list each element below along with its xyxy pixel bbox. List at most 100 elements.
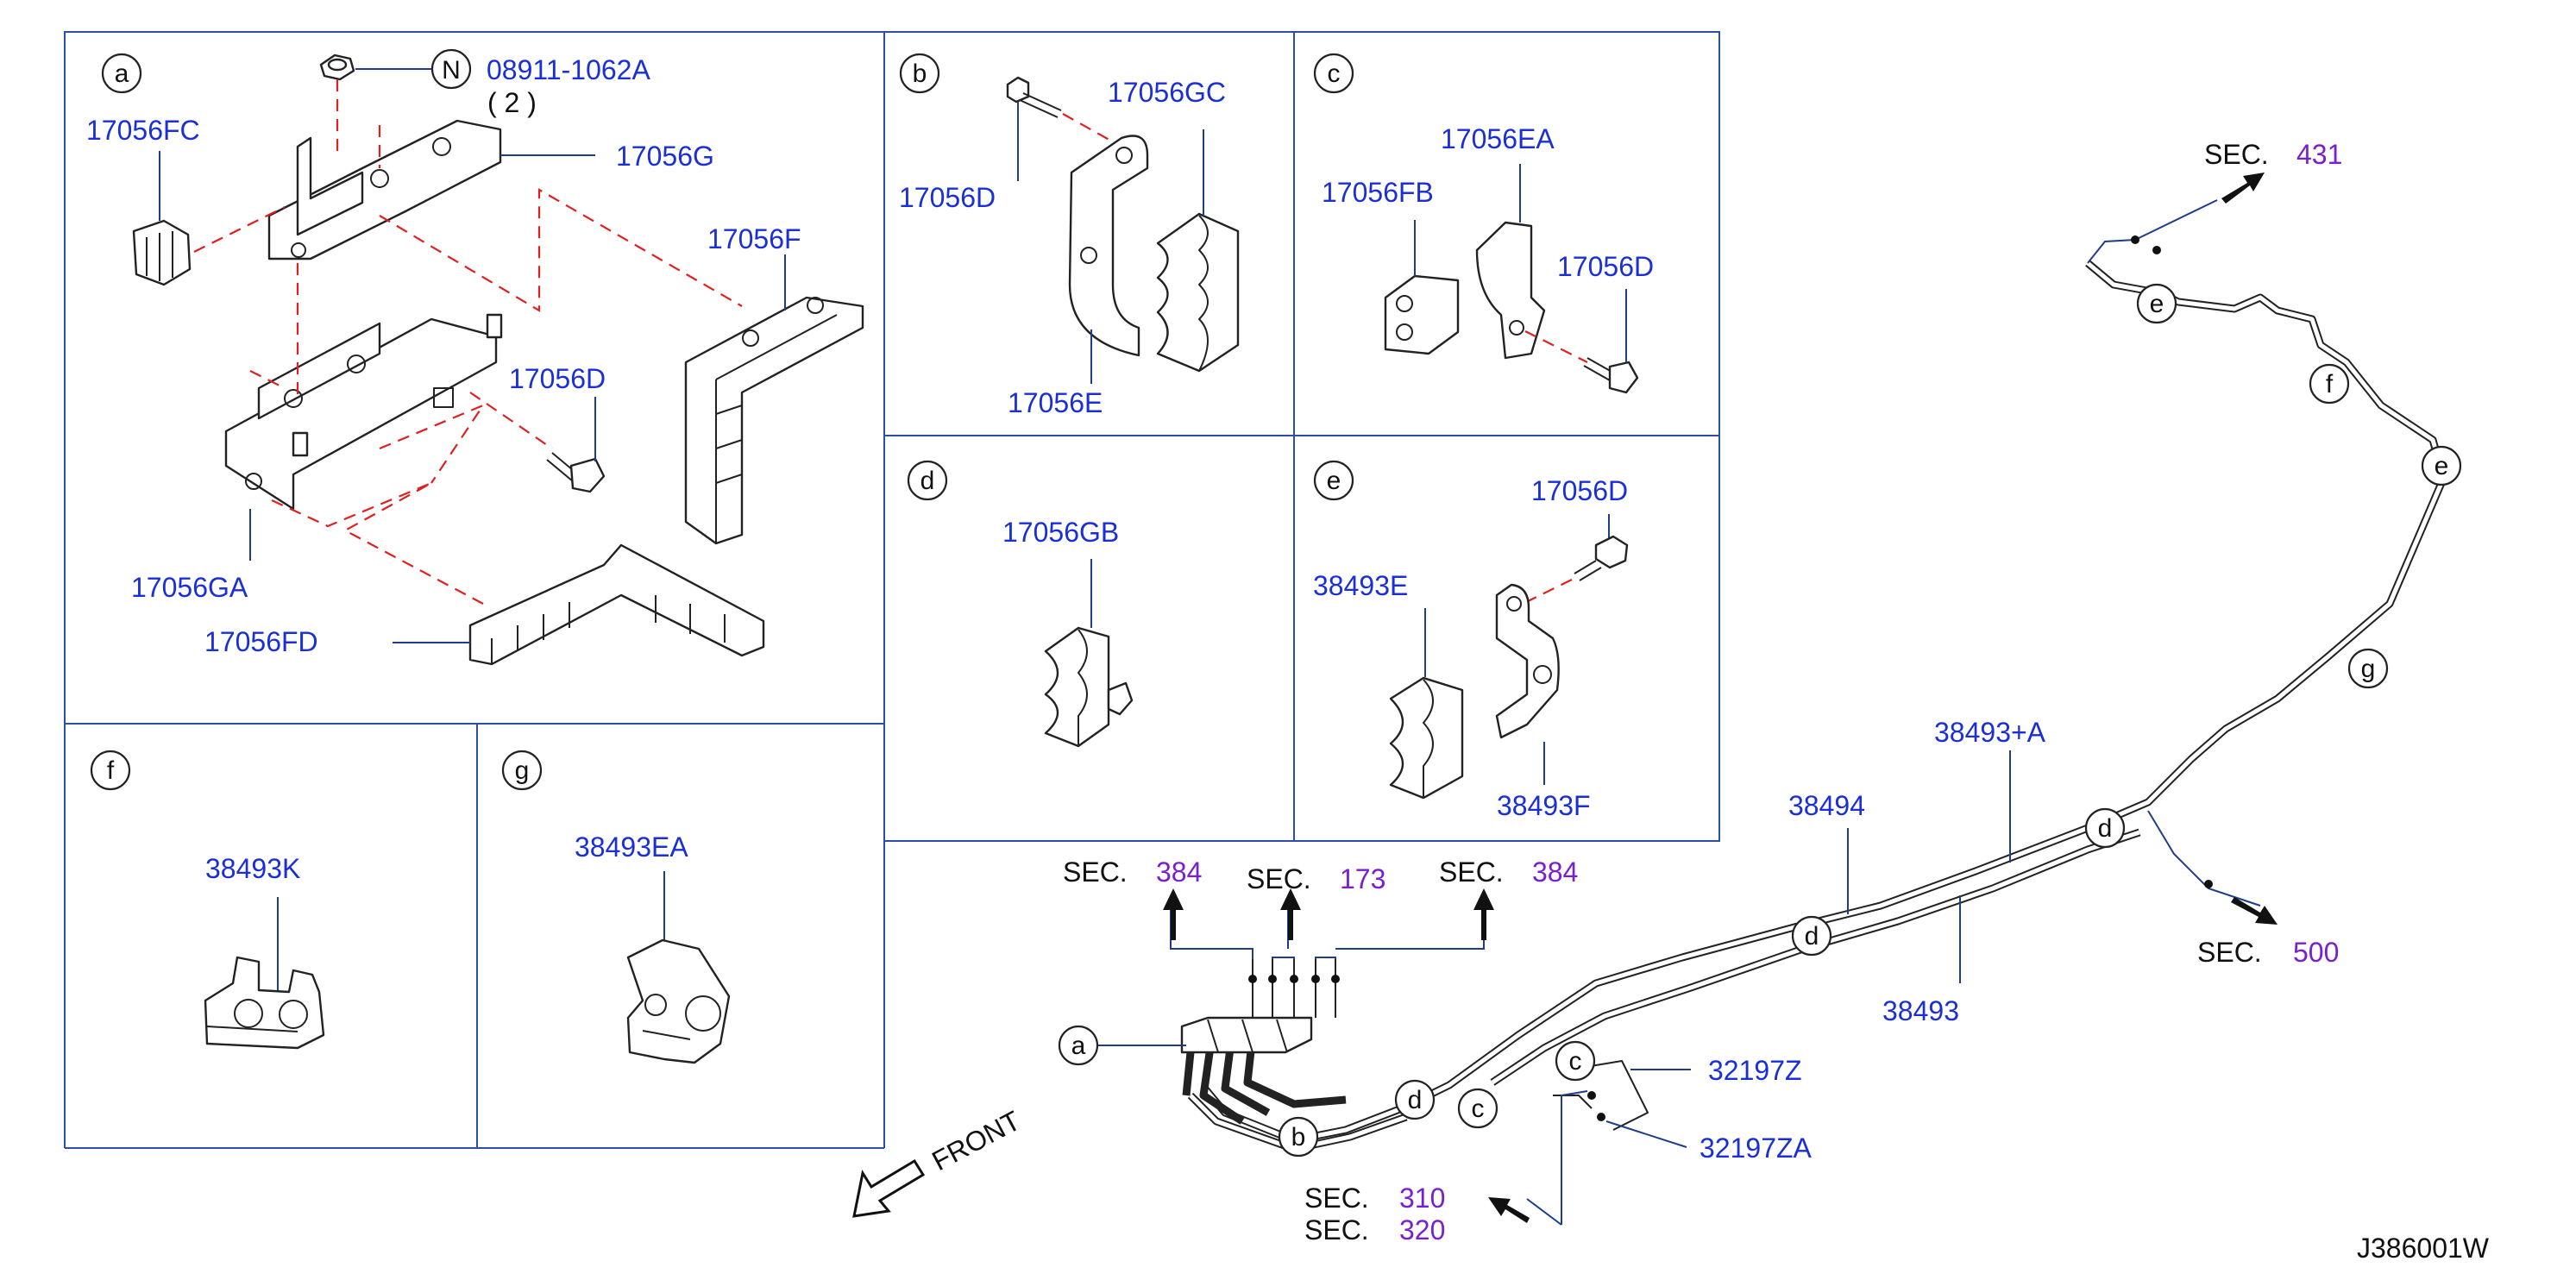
- clip-tag-b: b: [1278, 1116, 1319, 1158]
- grommet-17056FB-icon: [1384, 274, 1460, 355]
- part-label-38493A: 38493+A: [1934, 717, 2046, 748]
- sec-number-500: 500: [2293, 937, 2339, 968]
- nut-symbol-badge: N: [430, 48, 472, 90]
- clip-tag-e-1: e: [2421, 445, 2462, 486]
- part-label-38493: 38493: [1882, 995, 1959, 1026]
- clip-tag-c-2-text: c: [1569, 1047, 1582, 1076]
- part-label-32197ZA: 32197ZA: [1700, 1133, 1813, 1164]
- part-label-17056E: 17056E: [1008, 387, 1103, 418]
- sec-label-384-right: SEC.: [1439, 856, 1504, 888]
- panel-e-tag-text: e: [1327, 467, 1341, 495]
- bracket-17056GA-icon: [224, 313, 503, 511]
- clip-tag-d-2-text: d: [1805, 922, 1819, 951]
- panel-b-tag-text: b: [913, 60, 927, 88]
- panel-f-tag-text: f: [107, 756, 115, 785]
- clip-tag-a: a: [1058, 1025, 1186, 1066]
- bracket-17056G-icon: [267, 119, 502, 260]
- clip-17056GB-icon: [1044, 626, 1134, 748]
- part-label-17056FC: 17056FC: [86, 115, 200, 146]
- part-label-17056F: 17056F: [707, 223, 801, 254]
- clip-tag-d-3: d: [2084, 807, 2126, 849]
- front-label: FRONT: [927, 1105, 1025, 1177]
- panel-d-tag: d: [907, 460, 948, 501]
- bolt-17056D-b-icon: [1006, 76, 1062, 118]
- clip-tag-c-1: c: [1457, 1088, 1498, 1129]
- part-label-17056G: 17056G: [616, 141, 714, 172]
- sec-label-173: SEC.: [1247, 863, 1311, 894]
- direction-arrows: [1163, 173, 2278, 1223]
- clip-tag-g: g: [2347, 648, 2389, 689]
- bolt-17056D-e-icon: [1574, 535, 1629, 581]
- clip-tag-c-2: c: [1555, 1040, 1596, 1082]
- bracket-17056E-icon: [1068, 135, 1149, 357]
- part-label-17056D-b: 17056D: [899, 182, 996, 213]
- clip-tag-g-text: g: [2361, 655, 2376, 683]
- nut-symbol-text: N: [442, 56, 461, 85]
- nut-icon: [319, 53, 355, 81]
- part-label-17056EA: 17056EA: [1441, 123, 1555, 154]
- clip-17056F-icon: [684, 296, 864, 545]
- sec-label-431: SEC.: [2204, 139, 2269, 170]
- sec-label-500: SEC.: [2197, 937, 2262, 968]
- panel-g-tag-text: g: [515, 756, 530, 785]
- bolt-17056D-icon: [546, 452, 606, 493]
- part-label-38493E: 38493E: [1313, 570, 1408, 601]
- panel-frames: [64, 31, 1720, 1149]
- part-label-17056GB: 17056GB: [1002, 517, 1119, 548]
- panel-e: e 17056D 38493F 38493E: [1313, 460, 1629, 821]
- clip-tag-f: f: [2309, 363, 2350, 405]
- part-label-38493K: 38493K: [205, 853, 300, 884]
- panel-e-tag: e: [1313, 460, 1354, 501]
- part-qty-label: ( 2 ): [487, 87, 537, 118]
- clip-17056FD-icon: [468, 543, 765, 666]
- panel-a: a N 08911-1062A ( 2 ) 17056G: [86, 48, 864, 666]
- panel-c: c 17056FB 17056EA 17056D: [1313, 53, 1654, 394]
- part-label-17056FB: 17056FB: [1322, 177, 1434, 208]
- panel-b: b 17056D 17056E 17056GC: [899, 53, 1240, 418]
- panel-a-assembly-lines: [193, 79, 743, 605]
- bolt-17056D-c-icon: [1583, 357, 1639, 394]
- part-label-17056D-a: 17056D: [509, 363, 606, 394]
- clip-tag-f-text: f: [2326, 370, 2334, 398]
- part-label-38494: 38494: [1788, 790, 1865, 821]
- sec-label-384-left: SEC.: [1063, 856, 1128, 888]
- sec-number-384-left: 384: [1156, 856, 1202, 888]
- part-label-17056D-c: 17056D: [1557, 251, 1654, 282]
- clip-38493E-icon: [1389, 676, 1464, 800]
- bracket-38493F-icon: [1495, 583, 1560, 739]
- panel-f: f 38493K: [90, 750, 325, 1050]
- panel-a-tag-text: a: [115, 60, 129, 88]
- clip-tag-c-1-text: c: [1472, 1095, 1485, 1123]
- part-label-38493F: 38493F: [1497, 790, 1591, 821]
- sec-label-310: SEC.: [1304, 1183, 1369, 1214]
- clip-38493EA-icon: [626, 938, 731, 1064]
- front-direction-icon: [852, 1158, 926, 1218]
- part-label-17056FD: 17056FD: [204, 626, 318, 657]
- clip-tag-e-2: e: [2136, 283, 2177, 324]
- panel-b-tag: b: [899, 53, 940, 94]
- panel-d: d 17056GB: [907, 460, 1134, 748]
- part-label-17056GA: 17056GA: [131, 572, 248, 603]
- brake-tube-assembly: [1180, 260, 2454, 1153]
- part-label-32197Z: 32197Z: [1708, 1055, 1802, 1086]
- panel-g-tag: g: [501, 750, 543, 791]
- sec-number-384-right: 384: [1532, 856, 1578, 888]
- sec-label-320: SEC.: [1304, 1214, 1369, 1245]
- panel-d-tag-text: d: [920, 467, 935, 495]
- clip-17056GC-icon: [1156, 212, 1240, 373]
- drawing-code: J386001W: [2357, 1233, 2490, 1264]
- clip-38493K-icon: [204, 956, 325, 1050]
- part-label-17056D-e: 17056D: [1531, 475, 1628, 506]
- sec-number-173: 173: [1340, 863, 1385, 894]
- panel-f-tag: f: [90, 750, 131, 791]
- clip-17056FC-icon: [132, 219, 192, 286]
- panel-c-tag: c: [1313, 53, 1354, 94]
- clip-tag-d-3-text: d: [2098, 814, 2113, 843]
- clip-tag-b-text: b: [1291, 1123, 1306, 1151]
- panel-g: g 38493EA: [501, 750, 731, 1064]
- part-label-08911-1062A: 08911-1062A: [487, 54, 650, 85]
- clip-tag-e-1-text: e: [2435, 452, 2449, 480]
- clip-tag-d-2: d: [1791, 915, 1832, 957]
- clip-tag-d-1: d: [1394, 1079, 1436, 1120]
